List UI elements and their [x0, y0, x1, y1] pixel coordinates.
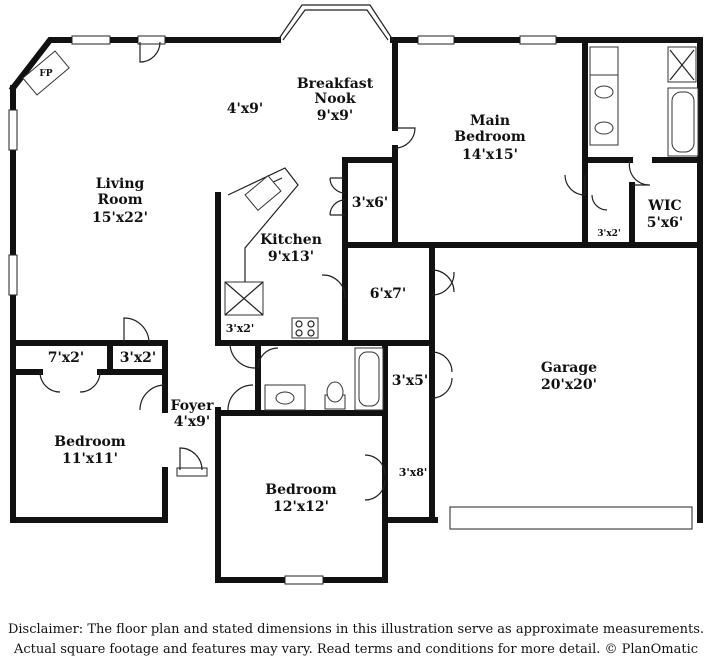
bedroom-bottom-dim: 12'x12' — [273, 499, 329, 515]
interior-walls — [10, 42, 703, 523]
living-room-dim: 15'x22' — [92, 210, 148, 226]
disclaimer-line-1: Disclaimer: The floor plan and stated di… — [7, 622, 705, 637]
kitchen-dim: 9'x13' — [268, 249, 314, 265]
bedroom-bottom-name: Bedroom — [265, 482, 337, 498]
fixtures: FP — [22, 46, 699, 411]
breakfast-nook-name-2: Nook — [314, 91, 355, 107]
bedroom-left-dim: 11'x11' — [62, 451, 118, 467]
garage-dim: 20'x20' — [541, 377, 597, 393]
kitchen-closet-dim: 3'x2' — [226, 322, 255, 335]
closet-3x5-dim: 3'x5' — [392, 373, 428, 389]
disclaimer-line-2: Actual square footage and features may v… — [13, 642, 699, 657]
disclaimer: Disclaimer: The floor plan and stated di… — [0, 620, 712, 660]
breakfast-nook-name-1: Breakfast — [297, 76, 374, 92]
pantry-dim: 3'x6' — [352, 195, 388, 211]
doors — [39, 35, 651, 501]
windows — [8, 35, 693, 585]
bath-closet-dim: 3'x2' — [597, 229, 620, 239]
breakfast-nook-dim: 9'x9' — [317, 108, 353, 124]
closet-7x2-dim: 7'x2' — [48, 350, 84, 366]
hall-closet-dim: 4'x9' — [227, 101, 263, 117]
fireplace-label: FP — [39, 69, 52, 79]
closet-3x8-dim: 3'x8' — [399, 466, 428, 479]
foyer-dim: 4'x9' — [174, 414, 210, 430]
living-room-name-2: Room — [97, 192, 142, 208]
bay-window — [277, 4, 394, 41]
bedroom-left-name: Bedroom — [54, 434, 126, 450]
garage-name: Garage — [541, 360, 597, 376]
wic-dim: 5'x6' — [647, 215, 683, 231]
main-bedroom-name-2: Bedroom — [454, 129, 526, 145]
floor-plan: FP Breakfast Nook 9'x9' 4'x9' Main Bedro… — [8, 4, 703, 585]
closet-3x2-dim: 3'x2' — [120, 350, 156, 366]
main-bedroom-dim: 14'x15' — [462, 147, 518, 163]
kitchen-name: Kitchen — [260, 232, 322, 248]
main-bedroom-name-1: Main — [470, 113, 510, 129]
living-room-name-1: Living — [96, 176, 145, 192]
laundry-dim: 6'x7' — [370, 286, 406, 302]
foyer-name: Foyer — [171, 398, 215, 414]
wic-name: WIC — [647, 198, 681, 214]
room-labels: Breakfast Nook 9'x9' 4'x9' Main Bedroom … — [48, 76, 683, 515]
